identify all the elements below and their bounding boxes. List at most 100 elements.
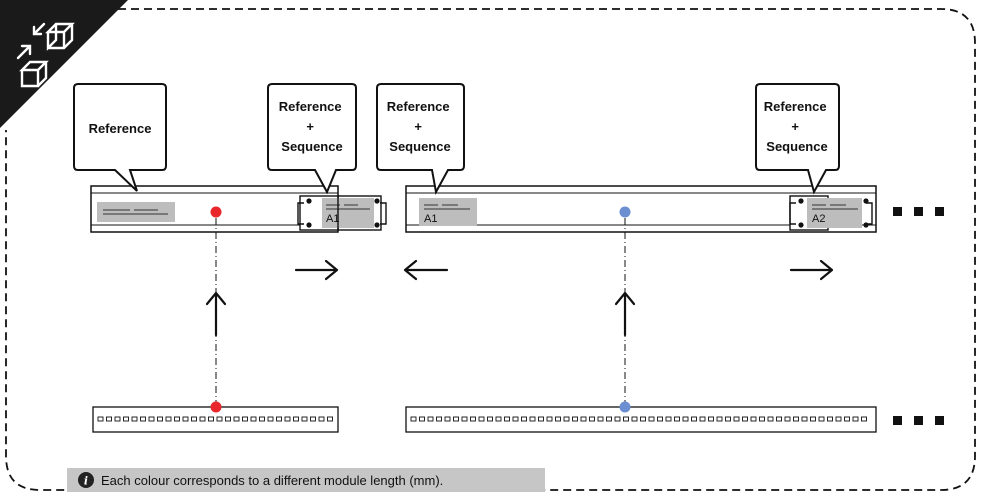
- callout-ref-seq-right-start: Reference + Sequence: [376, 83, 465, 195]
- svg-text:i: i: [84, 475, 88, 488]
- svg-text:Reference + Sequen: Reference + Sequence: [387, 99, 454, 154]
- led-chip: [852, 416, 859, 422]
- led-chip: [810, 416, 816, 422]
- led-chip: [284, 416, 291, 422]
- led-chip: [827, 416, 833, 422]
- led-chip: [131, 416, 138, 422]
- led-chip: [182, 416, 189, 422]
- callout-reference-left-text: Reference: [89, 121, 152, 136]
- arrow-right-icon: [789, 259, 834, 281]
- led-chip: [835, 416, 842, 422]
- led-chip: [733, 416, 740, 422]
- led-chip: [267, 416, 274, 422]
- right-module: A1 A2: [405, 185, 877, 233]
- led-chip: [276, 416, 282, 422]
- callout-ref-seq-left-end: Reference + Sequence: [267, 83, 357, 195]
- callout-reference-left: Reference: [73, 83, 167, 192]
- led-chip: [495, 416, 502, 422]
- led-chip: [793, 416, 799, 422]
- dashed-frame: [5, 8, 976, 491]
- color-dot-red-module: [210, 206, 222, 218]
- led-chip: [699, 416, 706, 422]
- led-chip: [657, 416, 663, 422]
- svg-text:Reference + Sequen: Reference + Sequence: [764, 99, 831, 154]
- led-chip: [589, 416, 595, 422]
- led-chip: [293, 416, 299, 422]
- led-chip: [555, 416, 561, 422]
- sequence-label-left-end: A1: [326, 213, 339, 225]
- led-chip: [648, 416, 655, 422]
- led-chip: [572, 416, 578, 422]
- led-chip: [504, 416, 510, 422]
- led-chip: [665, 416, 672, 422]
- led-strip-left: [92, 401, 339, 433]
- led-chip: [801, 416, 808, 422]
- left-module: A1: [90, 185, 387, 233]
- continuation-dots-lower: [893, 416, 944, 425]
- sequence-label-right-start: A1: [424, 213, 437, 225]
- sequence-label-right-end: A2: [812, 213, 825, 225]
- led-chip: [716, 416, 723, 422]
- continuation-dots-upper: [893, 207, 944, 216]
- led-chip: [708, 416, 714, 422]
- arrow-right-icon: [294, 259, 339, 281]
- led-chip: [148, 416, 155, 422]
- led-chip: [580, 416, 587, 422]
- led-chip: [470, 416, 476, 422]
- color-dot-blue-strip: [619, 401, 631, 413]
- led-chip: [691, 416, 697, 422]
- led-chip: [759, 416, 765, 422]
- led-chip: [114, 416, 121, 422]
- led-chip: [444, 416, 451, 422]
- led-chip: [538, 416, 544, 422]
- reference-label-left: [97, 202, 175, 222]
- led-chip: [767, 416, 774, 422]
- led-chip: [614, 416, 621, 422]
- led-chip: [165, 416, 172, 422]
- led-chip: [682, 416, 689, 422]
- led-chip: [318, 416, 325, 422]
- arrow-up-icon: [205, 291, 227, 337]
- led-chip: [310, 416, 316, 422]
- led-chip: [453, 416, 459, 422]
- arrow-left-icon: [403, 259, 449, 281]
- led-chip: [327, 416, 333, 422]
- led-chip: [436, 416, 442, 422]
- led-chip: [123, 416, 129, 422]
- led-chip: [521, 416, 527, 422]
- led-chip: [157, 416, 163, 422]
- svg-text:Reference + Sequen: Reference + Sequence: [279, 99, 346, 154]
- led-chip: [216, 416, 223, 422]
- callout-right-start-line2: +: [414, 119, 422, 134]
- led-strip-right: [405, 401, 877, 433]
- reference-label-right-start: [419, 198, 477, 226]
- end-connector-left: [297, 195, 387, 231]
- arrow-up-icon: [614, 291, 636, 337]
- led-chip: [597, 416, 604, 422]
- led-chip: [427, 416, 434, 422]
- led-chip: [461, 416, 468, 422]
- callout-right-start-line3: Sequence: [389, 139, 450, 154]
- led-chip: [191, 416, 197, 422]
- led-chip: [106, 416, 112, 422]
- led-chip: [606, 416, 612, 422]
- info-icon: i: [78, 472, 94, 488]
- end-connector-right: [789, 195, 873, 231]
- led-chip: [410, 416, 417, 422]
- led-chip: [233, 416, 240, 422]
- led-chip: [546, 416, 553, 422]
- callout-left-end-line2: +: [306, 119, 314, 134]
- led-chip: [242, 416, 248, 422]
- callout-left-end-line1: Reference: [279, 99, 342, 114]
- led-chip: [818, 416, 825, 422]
- led-chip: [563, 416, 570, 422]
- led-chip: [512, 416, 519, 422]
- led-chip: [140, 416, 146, 422]
- led-chip: [725, 416, 731, 422]
- led-chip: [174, 416, 180, 422]
- led-chip: [97, 416, 104, 422]
- led-chip: [861, 416, 867, 422]
- info-note-text: Each colour corresponds to a different m…: [101, 473, 443, 488]
- color-dot-blue-module: [619, 206, 631, 218]
- led-chip: [623, 416, 629, 422]
